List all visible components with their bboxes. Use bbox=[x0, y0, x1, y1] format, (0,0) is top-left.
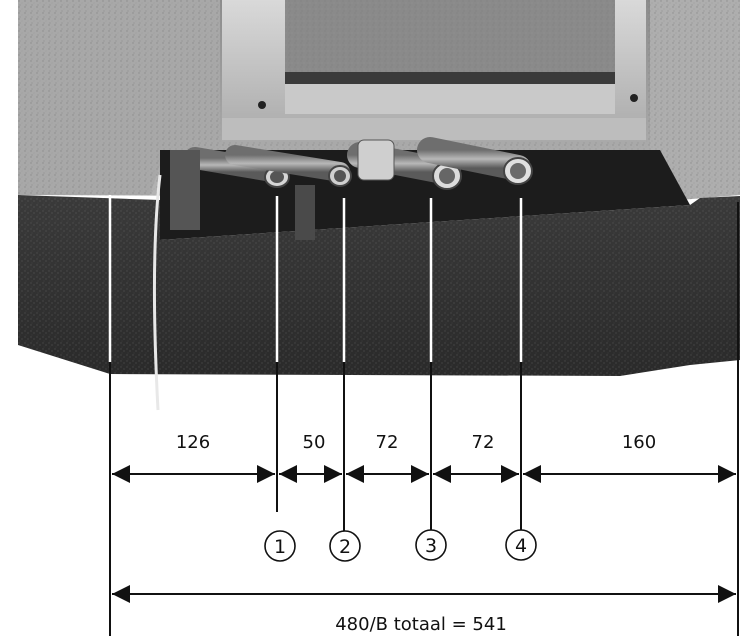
appliance-photo bbox=[18, 0, 740, 411]
metal-frame bbox=[222, 0, 646, 142]
connection-marker-1: 1 bbox=[264, 530, 296, 562]
extension-lines bbox=[109, 202, 739, 636]
connection-marker-3: 3 bbox=[415, 529, 447, 561]
dim-label-1: 126 bbox=[176, 432, 210, 453]
dim-label-3: 72 bbox=[376, 432, 399, 453]
pipes bbox=[152, 137, 533, 411]
svg-text:2: 2 bbox=[339, 536, 351, 558]
dim-label-5: 160 bbox=[622, 432, 656, 453]
total-dimension-label: 480/B totaal = 541 bbox=[335, 614, 507, 635]
dim-label-2: 50 bbox=[303, 432, 326, 453]
dim-label-4: 72 bbox=[472, 432, 495, 453]
connection-marker-4: 4 bbox=[505, 529, 537, 561]
connection-marker-2: 2 bbox=[329, 530, 361, 562]
svg-text:3: 3 bbox=[425, 535, 437, 557]
svg-text:1: 1 bbox=[274, 536, 286, 558]
svg-text:4: 4 bbox=[515, 535, 527, 557]
segment-dimension-labels: 126 50 72 72 160 bbox=[176, 432, 656, 453]
reference-lines bbox=[108, 195, 523, 362]
connection-markers: 1 2 3 4 bbox=[264, 529, 537, 562]
